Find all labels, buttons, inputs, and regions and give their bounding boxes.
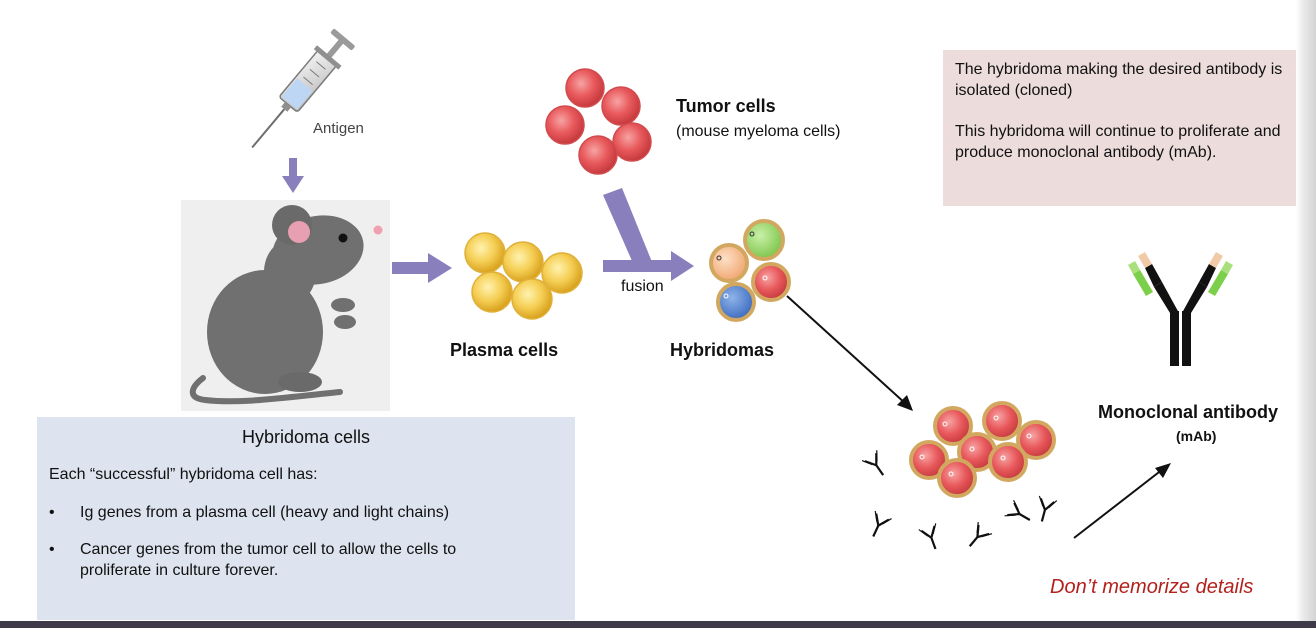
plasma-cell-icon [464,232,583,320]
fusion-arrow-icon [603,188,694,281]
bottom-bar [0,621,1316,628]
antibody-icon [1128,252,1233,366]
info-box-title: Hybridoma cells [241,427,371,447]
arrow-down-icon [282,158,304,193]
info-box-intro: Each “successful” hybridoma cell has: [49,466,318,483]
mouse-icon [189,205,383,405]
info-bullet-item: Cancer genes from the tumor cell to allo… [49,539,530,581]
info-bullet-list: Ig genes from a plasma cell (heavy and l… [49,502,563,581]
hybridomas-label: Hybridomas [670,340,775,360]
fusion-label: fusion [621,278,664,295]
antigen-label: Antigen [313,120,364,137]
arrow-up-right-icon [1073,463,1171,539]
monoclonal-antibody-label: Monoclonal antibody [1098,402,1278,422]
cloning-note-box: The hybridoma making the desired antibod… [943,50,1298,206]
note-line-2: This hybridoma will continue to prolifer… [955,123,1281,161]
note-line-1: The hybridoma making the desired antibod… [955,61,1283,99]
mab-abbreviation-label: (mAb) [1176,428,1217,444]
tumor-cells-sublabel: (mouse myeloma cells) [676,123,841,140]
arrow-right-icon [392,253,452,283]
dont-memorize-note: Don’t memorize details [1050,576,1254,598]
slide-edge-shadow [1296,0,1316,628]
hybridoma-clone-icon [909,401,1056,498]
info-bullet-item: Ig genes from a plasma cell (heavy and l… [49,502,530,523]
hybridoma-info-box: Hybridoma cells Each “successful” hybrid… [37,417,575,620]
tumor-cell-icon [545,68,652,175]
arrow-diagonal-icon [786,295,913,411]
tumor-cells-label: Tumor cells [676,96,776,116]
hybridoma-cell-icon [709,219,791,322]
syringe-icon [251,29,355,149]
plasma-cells-label: Plasma cells [450,340,559,360]
